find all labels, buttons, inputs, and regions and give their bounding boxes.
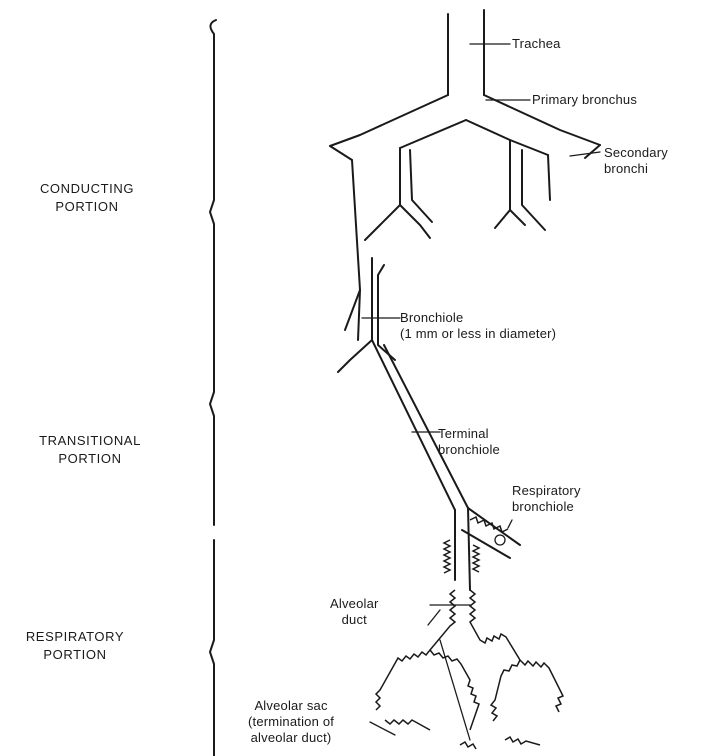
region-respiratory-line1: RESPIRATORY — [0, 628, 170, 646]
label-terminal-bronchiole-line1: Terminal — [438, 426, 500, 442]
region-transitional-line2: PORTION — [0, 450, 185, 468]
label-alveolar-sac-line2: (termination of — [248, 714, 334, 730]
label-primary-bronchus: Primary bronchus — [532, 92, 637, 108]
label-trachea: Trachea — [512, 36, 561, 52]
label-alveolar-sac-line3: alveolar duct) — [248, 730, 334, 746]
label-alveolar-duct: Alveolar duct — [330, 596, 379, 628]
label-bronchiole-line1: Bronchiole — [400, 310, 556, 326]
region-transitional-line1: TRANSITIONAL — [0, 432, 185, 450]
region-transitional: TRANSITIONAL PORTION — [0, 432, 185, 468]
label-bronchiole-line2: (1 mm or less in diameter) — [400, 326, 556, 342]
label-bronchiole: Bronchiole (1 mm or less in diameter) — [400, 310, 556, 342]
label-alveolar-sac: Alveolar sac (termination of alveolar du… — [248, 698, 334, 746]
region-conducting-line2: PORTION — [0, 198, 182, 216]
label-respiratory-bronchiole-line2: bronchiole — [512, 499, 581, 515]
label-respiratory-bronchiole: Respiratory bronchiole — [512, 483, 581, 515]
secondary-bronchi-left — [345, 148, 432, 330]
region-respiratory: RESPIRATORY PORTION — [0, 628, 170, 664]
alveolar-ducts-shape — [376, 590, 563, 749]
label-secondary-bronchi-line2: bronchi — [604, 161, 668, 177]
portion-bracket — [210, 20, 216, 756]
region-respiratory-line2: PORTION — [0, 646, 170, 664]
respiratory-bronchiole-shape — [444, 508, 520, 590]
label-respiratory-bronchiole-line1: Respiratory — [512, 483, 581, 499]
label-alveolar-duct-line2: duct — [330, 612, 379, 628]
label-terminal-bronchiole: Terminal bronchiole — [438, 426, 500, 458]
label-alveolar-duct-line1: Alveolar — [330, 596, 379, 612]
region-conducting: CONDUCTING PORTION — [0, 180, 182, 216]
terminal-bronchiole-shape — [372, 340, 468, 510]
trachea-shape — [448, 10, 484, 95]
bronchiole-shape — [338, 258, 395, 372]
label-terminal-bronchiole-line2: bronchiole — [438, 442, 500, 458]
leader-lines — [362, 44, 600, 735]
region-conducting-line1: CONDUCTING — [0, 180, 182, 198]
label-alveolar-sac-line1: Alveolar sac — [248, 698, 334, 714]
label-secondary-bronchi-line1: Secondary — [604, 145, 668, 161]
label-secondary-bronchi: Secondary bronchi — [604, 145, 668, 177]
